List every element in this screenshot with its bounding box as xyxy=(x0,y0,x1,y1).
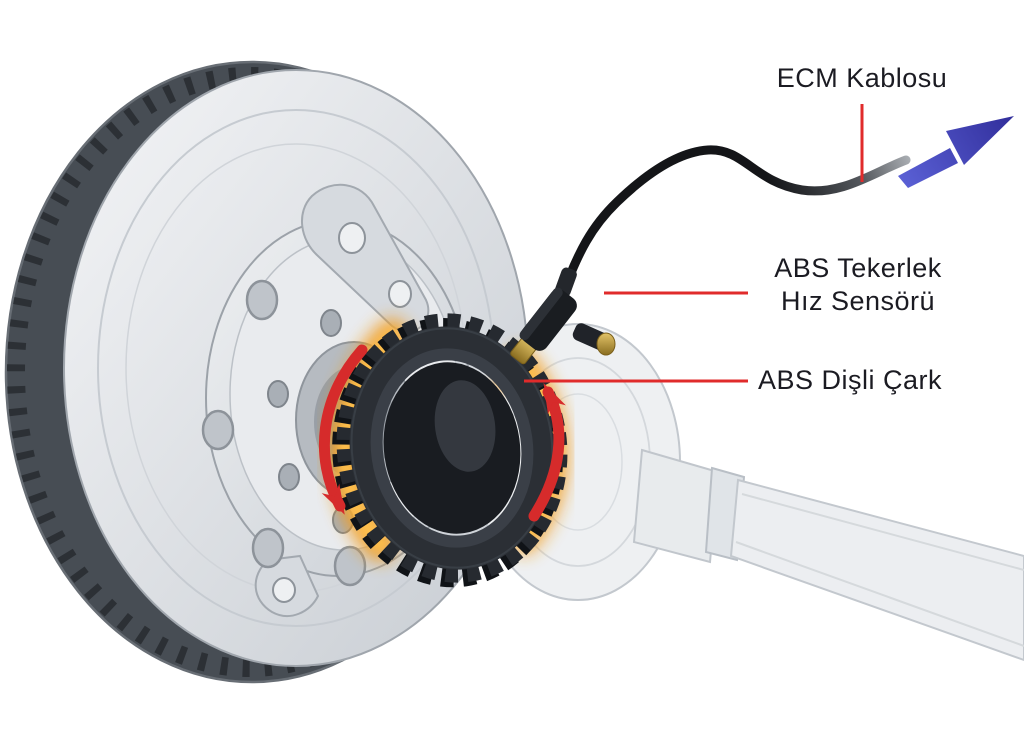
label-wheel-speed-sensor: ABS Tekerlek Hız Sensörü xyxy=(752,252,964,318)
ecm-cable xyxy=(557,145,911,301)
sensor-body xyxy=(521,289,577,351)
direction-arrow-icon xyxy=(898,116,1014,188)
leader-lines xyxy=(524,104,864,383)
abs-wheel-speed-sensor xyxy=(510,145,911,365)
label-wheel-speed-sensor-line2: Hız Sensörü xyxy=(780,286,936,316)
label-tone-ring: ABS Dişli Çark xyxy=(758,365,943,395)
rotation-arrow-left-icon xyxy=(319,344,368,515)
abs-tone-ring xyxy=(332,313,568,588)
axle-shaft xyxy=(729,478,1024,662)
label-ecm-cable: ECM Kablosu xyxy=(776,63,948,93)
hub-through-holes xyxy=(201,279,367,587)
label-wheel-speed-sensor-line1: ABS Tekerlek xyxy=(774,253,942,283)
rotation-arrows xyxy=(319,344,566,522)
rotation-arrow-right-icon xyxy=(528,383,566,522)
sensor-ferrule xyxy=(596,332,616,356)
